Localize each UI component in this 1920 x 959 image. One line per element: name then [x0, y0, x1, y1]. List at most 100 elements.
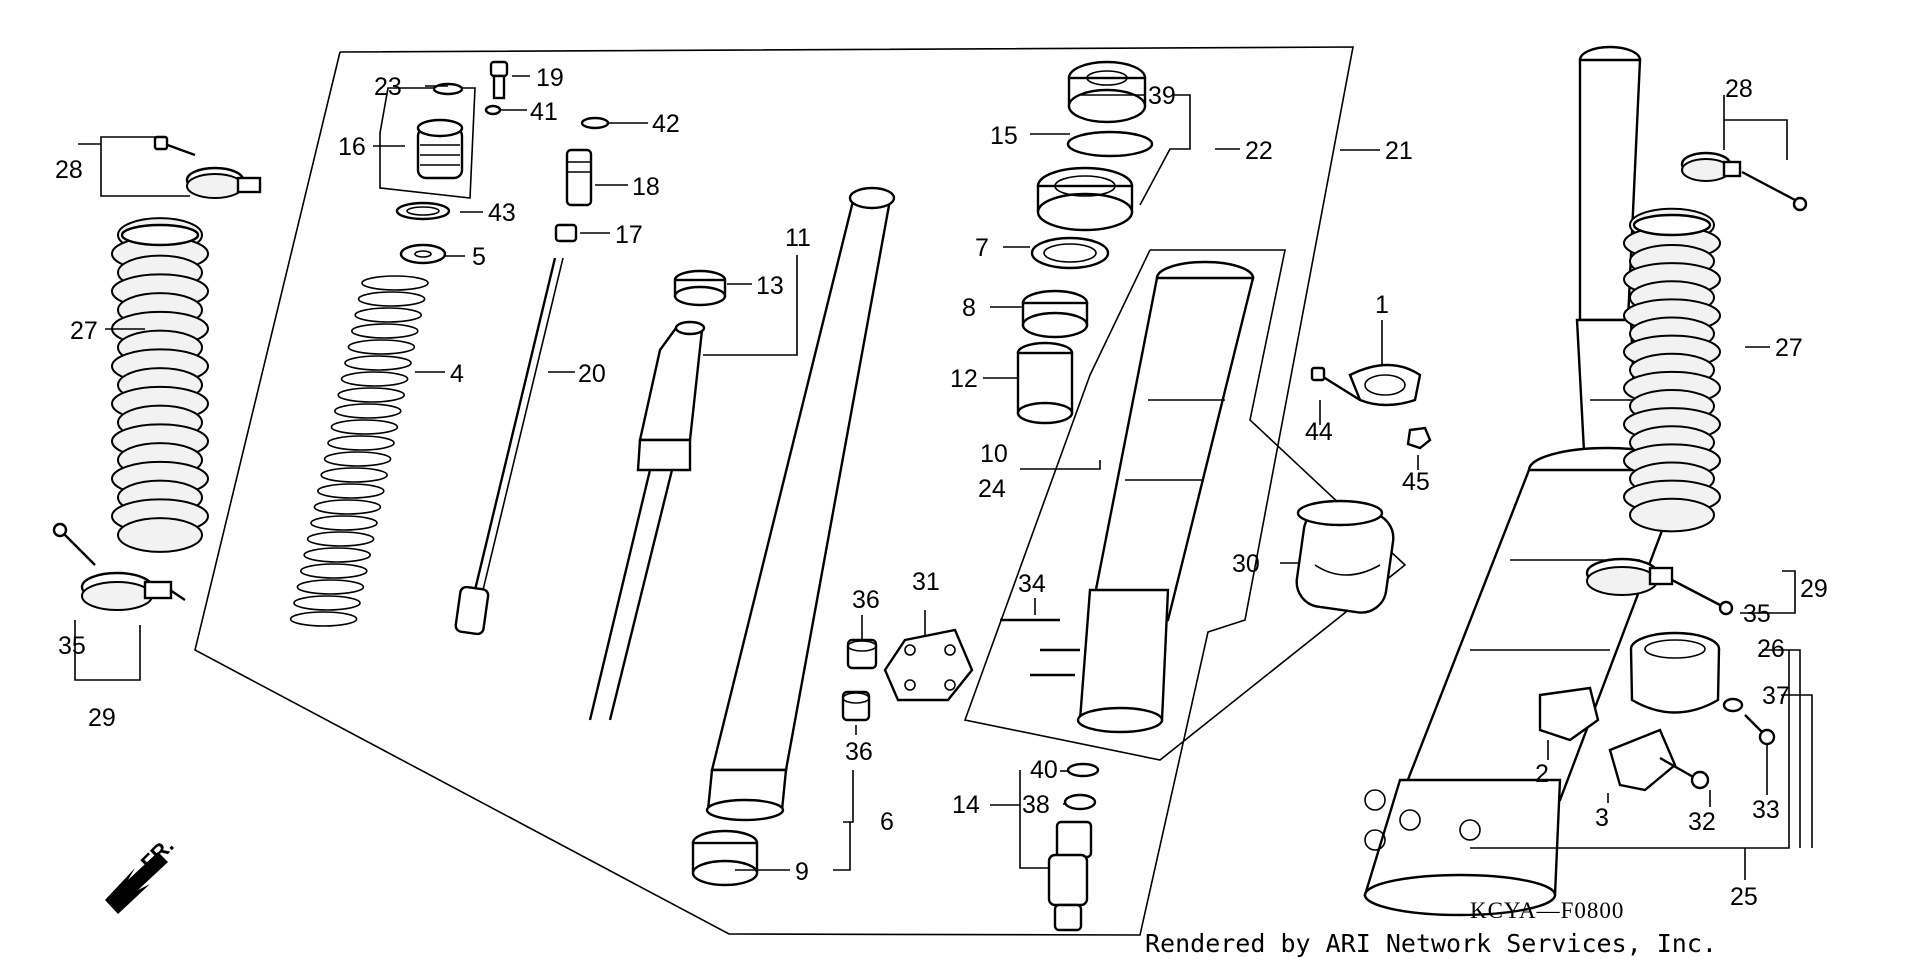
callout-35-left[interactable]: 35	[58, 632, 86, 660]
bushing-8[interactable]	[1021, 289, 1089, 339]
callout-16[interactable]: 16	[338, 133, 366, 161]
callout-35-right[interactable]: 35	[1743, 600, 1771, 628]
callout-7[interactable]: 7	[975, 234, 989, 262]
callout-1[interactable]: 1	[1375, 291, 1389, 319]
guard-26[interactable]	[1629, 631, 1721, 714]
callout-21[interactable]: 21	[1385, 137, 1413, 165]
washer-42[interactable]	[580, 116, 610, 130]
callout-34[interactable]: 34	[1018, 570, 1046, 598]
callout-24[interactable]: 24	[978, 475, 1006, 503]
outer-tube-10[interactable]	[1076, 260, 1255, 734]
band-28-left[interactable]	[185, 166, 262, 199]
plate-31[interactable]	[883, 628, 974, 702]
callout-44[interactable]: 44	[1305, 418, 1333, 446]
oil-seal-22[interactable]	[1036, 166, 1134, 232]
callout-36-bottom[interactable]: 36	[845, 738, 873, 766]
joint-18[interactable]	[565, 148, 593, 207]
callout-12[interactable]: 12	[950, 365, 978, 393]
boot-27-left[interactable]	[111, 217, 209, 553]
bolt-36-bottom[interactable]	[841, 690, 871, 722]
bolt-32[interactable]	[1659, 756, 1710, 790]
callout-32[interactable]: 32	[1688, 808, 1716, 836]
callout-27-right[interactable]: 27	[1775, 334, 1803, 362]
oring-41[interactable]	[484, 104, 502, 116]
callout-28-right[interactable]: 28	[1725, 75, 1753, 103]
callout-29-right[interactable]: 29	[1800, 575, 1828, 603]
callout-4[interactable]: 4	[450, 360, 464, 388]
band-28-right[interactable]	[1680, 151, 1742, 182]
spring-4[interactable]	[289, 275, 429, 627]
guide-13[interactable]	[673, 269, 727, 307]
callout-20[interactable]: 20	[578, 360, 606, 388]
band-29-left[interactable]	[80, 571, 186, 611]
callout-8[interactable]: 8	[962, 294, 976, 322]
render-credit: Rendered by ARI Network Services, Inc.	[1145, 929, 1717, 958]
valve-14[interactable]	[1047, 820, 1093, 932]
callout-30[interactable]: 30	[1232, 550, 1260, 578]
band-29-right[interactable]	[1585, 557, 1674, 596]
washer-7[interactable]	[1030, 236, 1110, 270]
callout-40[interactable]: 40	[1030, 756, 1058, 784]
inner-tube-6[interactable]	[705, 186, 896, 822]
bolt-36-top[interactable]	[846, 638, 878, 670]
callout-42[interactable]: 42	[652, 110, 680, 138]
rod-20[interactable]	[454, 257, 564, 636]
clamp-3[interactable]	[1608, 728, 1677, 792]
bracket-2[interactable]	[1538, 686, 1600, 742]
callout-19[interactable]: 19	[536, 64, 564, 92]
dust-seal-39[interactable]	[1067, 60, 1147, 124]
callout-39[interactable]: 39	[1148, 82, 1176, 110]
callout-5[interactable]: 5	[472, 243, 486, 271]
bolt-33[interactable]	[1744, 714, 1776, 746]
bolt-35-right[interactable]	[1671, 578, 1734, 616]
damper-11[interactable]	[588, 320, 706, 721]
callout-3[interactable]: 3	[1595, 804, 1609, 832]
callout-41[interactable]: 41	[530, 98, 558, 126]
callout-38[interactable]: 38	[1022, 791, 1050, 819]
bolt-44[interactable]	[1310, 366, 1361, 402]
washer-37[interactable]	[1722, 697, 1744, 713]
callout-9[interactable]: 9	[795, 858, 809, 886]
callout-18[interactable]: 18	[632, 173, 660, 201]
seat-5[interactable]	[399, 243, 447, 265]
callout-33[interactable]: 33	[1752, 796, 1780, 824]
cap-bolt-16[interactable]	[416, 118, 464, 180]
callout-45[interactable]: 45	[1402, 468, 1430, 496]
callout-6[interactable]: 6	[880, 808, 894, 836]
nut-45[interactable]	[1406, 426, 1432, 450]
callout-11[interactable]: 11	[785, 224, 811, 252]
bolt-28-left[interactable]	[153, 135, 196, 157]
callout-36-top[interactable]: 36	[852, 586, 880, 614]
callout-23[interactable]: 23	[374, 73, 402, 101]
callout-37[interactable]: 37	[1762, 682, 1790, 710]
studs-34[interactable]	[1000, 618, 1080, 677]
callout-13[interactable]: 13	[756, 272, 784, 300]
bolt-35-left[interactable]	[52, 522, 96, 566]
callout-29-left[interactable]: 29	[88, 704, 116, 732]
clamp-1[interactable]	[1348, 363, 1422, 407]
callout-10[interactable]: 10	[980, 440, 1008, 468]
callout-27-left[interactable]: 27	[70, 317, 98, 345]
fork-leg-25[interactable]	[1363, 45, 1687, 917]
collar-12[interactable]	[1016, 341, 1074, 425]
callout-28-left[interactable]: 28	[55, 156, 83, 184]
oring-40[interactable]	[1066, 762, 1100, 778]
callout-17[interactable]: 17	[615, 221, 643, 249]
callout-15[interactable]: 15	[990, 122, 1018, 150]
callout-2[interactable]: 2	[1535, 760, 1549, 788]
callout-14[interactable]: 14	[952, 791, 980, 819]
nut-17[interactable]	[554, 223, 578, 243]
callout-26[interactable]: 26	[1757, 635, 1785, 663]
seal-43[interactable]	[395, 201, 451, 221]
callout-22[interactable]: 22	[1245, 137, 1273, 165]
guard-30[interactable]	[1293, 499, 1396, 616]
bolt-19[interactable]	[489, 60, 509, 100]
callout-31[interactable]: 31	[912, 568, 940, 596]
callout-25[interactable]: 25	[1730, 883, 1758, 911]
washer-38[interactable]	[1063, 793, 1097, 811]
callout-43[interactable]: 43	[488, 199, 516, 227]
bushing-9[interactable]	[691, 829, 759, 887]
clip-15[interactable]	[1066, 130, 1154, 158]
boot-27-right[interactable]	[1623, 207, 1721, 533]
bolt-28-right[interactable]	[1741, 170, 1808, 212]
